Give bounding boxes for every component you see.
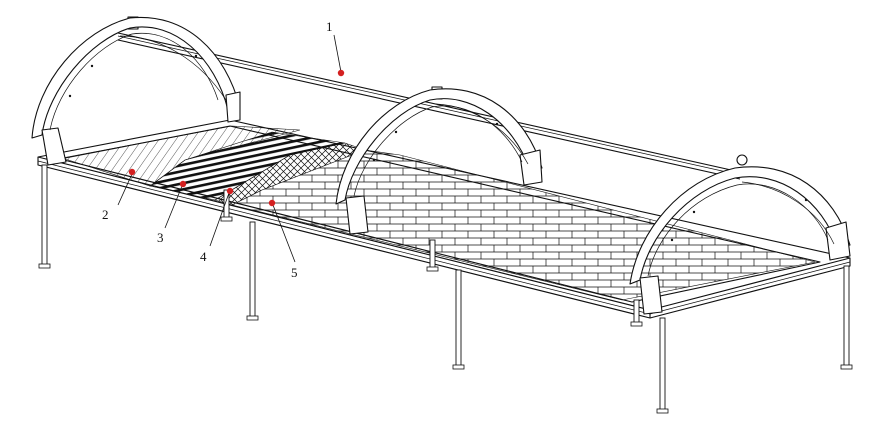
arch-middle-rear-post xyxy=(519,149,543,186)
arch-middle-body xyxy=(335,88,543,205)
leader-5 xyxy=(272,204,296,263)
ridge-beam-top xyxy=(117,32,741,173)
leader-1 xyxy=(333,34,342,73)
base-frame-inner xyxy=(59,125,821,303)
leg xyxy=(249,221,256,318)
label-4: 4 xyxy=(200,249,207,264)
label-2: 2 xyxy=(102,207,109,222)
arch-middle xyxy=(335,88,543,235)
bed-zones xyxy=(61,125,816,301)
leg-foot xyxy=(452,364,465,370)
leader-3 xyxy=(164,185,183,229)
leg xyxy=(429,239,436,269)
marker-dot-2 xyxy=(128,168,136,176)
arch-left-post xyxy=(41,127,67,166)
arch-right-body xyxy=(629,166,851,285)
leg xyxy=(633,299,640,324)
base-frame-right-face xyxy=(649,258,851,319)
leg-foot xyxy=(220,216,233,222)
leg-foot xyxy=(630,321,643,327)
marker-dot-5 xyxy=(268,199,276,207)
arch-middle-post xyxy=(345,195,369,235)
arch-left-rear-post xyxy=(225,91,241,123)
leg-foot xyxy=(840,364,853,370)
leader-2 xyxy=(117,173,133,206)
leg xyxy=(659,317,666,411)
legs xyxy=(38,164,853,414)
label-3: 3 xyxy=(157,230,164,245)
marker-dot-3 xyxy=(179,180,187,188)
ridge-beam-bottom xyxy=(117,39,741,180)
arch-right-post xyxy=(639,275,663,315)
label-1: 1 xyxy=(326,19,333,34)
leader-4 xyxy=(209,192,230,247)
ridge-ring xyxy=(736,154,748,166)
leg-foot xyxy=(656,408,669,414)
label-5: 5 xyxy=(291,265,298,280)
arch-left xyxy=(31,16,241,166)
leg-foot xyxy=(38,263,51,269)
callouts: 1 2 3 4 5 xyxy=(102,19,345,280)
base-frame xyxy=(37,119,851,319)
ridge-beam xyxy=(117,16,748,180)
marker-dot-4 xyxy=(226,187,234,195)
leg-foot xyxy=(246,315,259,321)
arch-right xyxy=(629,166,851,315)
leg xyxy=(455,269,462,367)
leg-foot xyxy=(426,266,439,272)
arch-right-rear-post xyxy=(825,221,851,261)
marker-dot-1 xyxy=(337,69,345,77)
leg xyxy=(41,164,48,266)
leg xyxy=(843,265,850,367)
